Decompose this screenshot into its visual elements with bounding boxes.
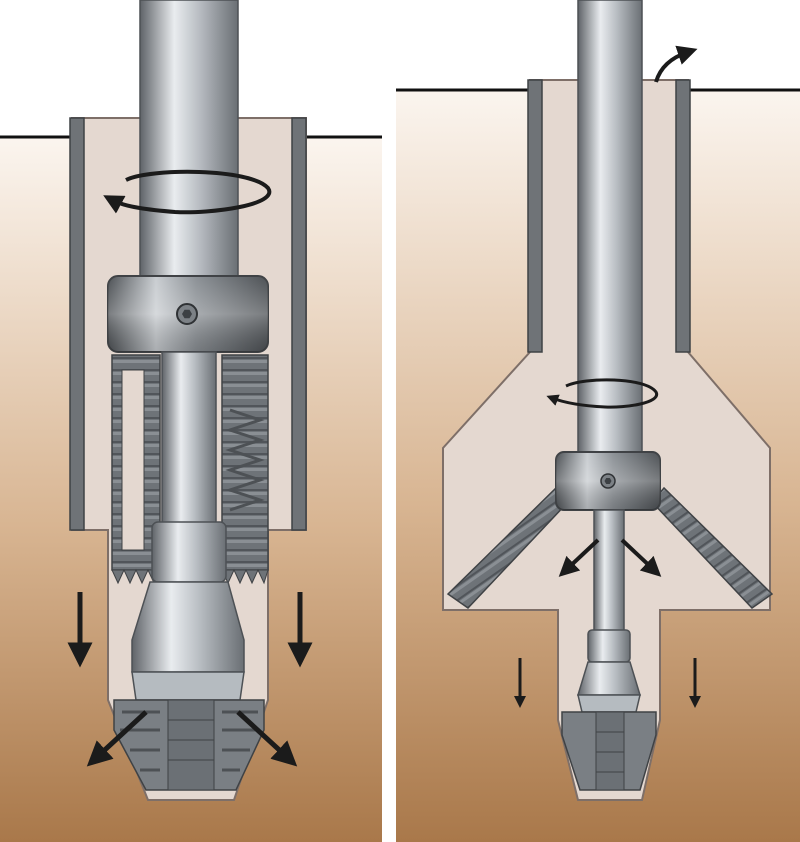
rotation-arrow-icon — [546, 378, 658, 409]
reamer-arm-left-b — [221, 354, 269, 585]
drill-pipe-left — [139, 0, 239, 283]
diagonal-arrow-icon — [620, 538, 662, 577]
casing-wall-left-a — [69, 117, 85, 531]
panel-left-closed-reamer — [0, 0, 382, 842]
curved-arrow-icon — [654, 45, 698, 83]
drill-pipe-right — [577, 0, 643, 459]
diagonal-arrow-icon — [86, 710, 148, 767]
drill-bit-cone-right — [576, 661, 642, 696]
drill-bit-tip-left — [131, 671, 245, 701]
casing-wall-right-a — [527, 79, 543, 353]
diagonal-arrow-icon — [558, 538, 600, 577]
panel-right-expanded-reamer — [396, 0, 800, 842]
drill-bit-cone-left — [131, 581, 245, 673]
casing-wall-left-b — [291, 117, 307, 531]
diagonal-arrow-icon — [236, 710, 298, 767]
rotation-arrow-icon — [103, 169, 272, 215]
drill-bit-tip-right — [577, 694, 641, 713]
casing-wall-right-b — [675, 79, 691, 353]
panel-divider — [382, 0, 396, 842]
